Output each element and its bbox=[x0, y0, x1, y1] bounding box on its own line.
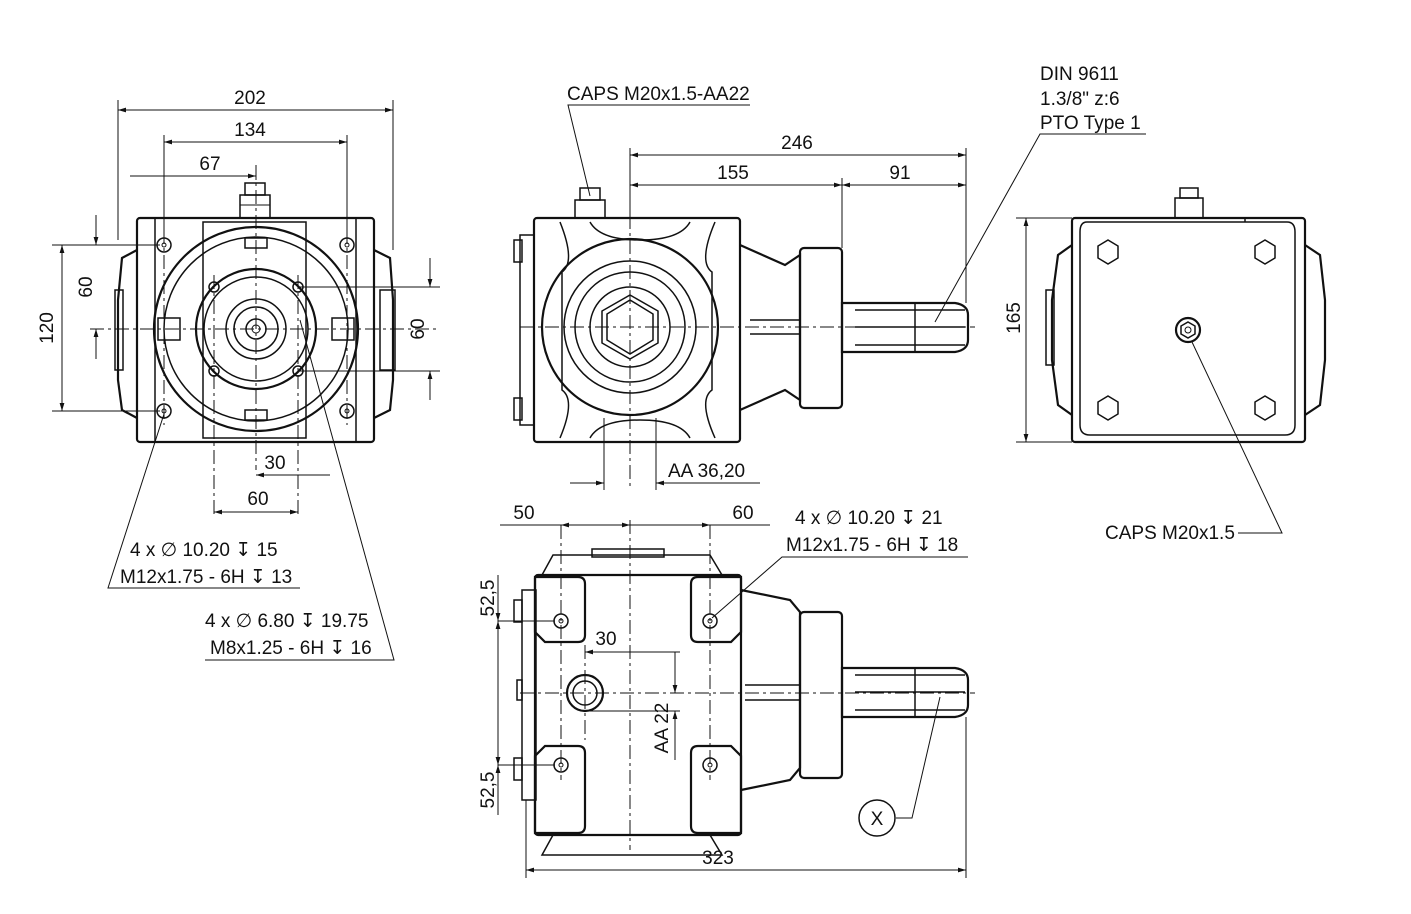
dim-to-flange: 155 bbox=[717, 163, 749, 184]
shaft-marker: X bbox=[871, 809, 884, 830]
pto-spec-line1: DIN 9611 bbox=[1040, 64, 1119, 85]
rear-cap-callout: CAPS M20x1.5 bbox=[1105, 523, 1235, 544]
pto-spec-line2: 1.3/8" z:6 bbox=[1040, 89, 1120, 110]
dim-half-spacing: 67 bbox=[199, 154, 220, 175]
dim-bolt-spacing: 134 bbox=[234, 120, 266, 141]
dim-right-offset: 60 bbox=[732, 503, 753, 524]
dim-height: 120 bbox=[37, 312, 58, 344]
note-holes-small-line1: 4 x ∅ 6.80 ↧ 19.75 bbox=[205, 611, 368, 632]
side-view bbox=[513, 104, 1146, 490]
dim-lower-vertical: 52,5 bbox=[478, 772, 499, 809]
dim-total-length-side: 246 bbox=[781, 133, 813, 154]
pto-spec-line3: PTO Type 1 bbox=[1040, 113, 1141, 134]
rear-view bbox=[1016, 187, 1327, 534]
dim-left-offset: 50 bbox=[513, 503, 534, 524]
note-holes-top-line2: M12x1.75 - 6H ↧ 18 bbox=[786, 535, 958, 556]
note-holes-large-line1: 4 x ∅ 10.20 ↧ 15 bbox=[130, 540, 278, 561]
dim-shaft-length: 91 bbox=[889, 163, 910, 184]
note-holes-top-line1: 4 x ∅ 10.20 ↧ 21 bbox=[795, 508, 943, 529]
dim-axis-offset: AA 36,20 bbox=[668, 461, 745, 482]
dim-rear-height: 165 bbox=[1004, 302, 1025, 334]
side-cap-callout: CAPS M20x1.5-AA22 bbox=[567, 84, 750, 105]
dim-inner-height-right: 60 bbox=[408, 318, 429, 339]
dim-total-length-top: 323 bbox=[702, 848, 734, 869]
dim-inner-height-left: 60 bbox=[76, 276, 97, 297]
front-view bbox=[52, 100, 440, 661]
dim-upper-vertical: 52,5 bbox=[478, 580, 499, 617]
dim-port-offset-h: 30 bbox=[595, 629, 616, 650]
note-holes-large-line2: M12x1.75 - 6H ↧ 13 bbox=[120, 567, 292, 588]
dim-overall-width: 202 bbox=[234, 88, 266, 109]
dim-bottom-small: 30 bbox=[264, 453, 285, 474]
dim-bottom-large: 60 bbox=[247, 489, 268, 510]
top-view bbox=[495, 520, 975, 878]
note-holes-small-line2: M8x1.25 - 6H ↧ 16 bbox=[210, 638, 372, 659]
dim-port-offset-v: AA 22 bbox=[652, 703, 673, 754]
